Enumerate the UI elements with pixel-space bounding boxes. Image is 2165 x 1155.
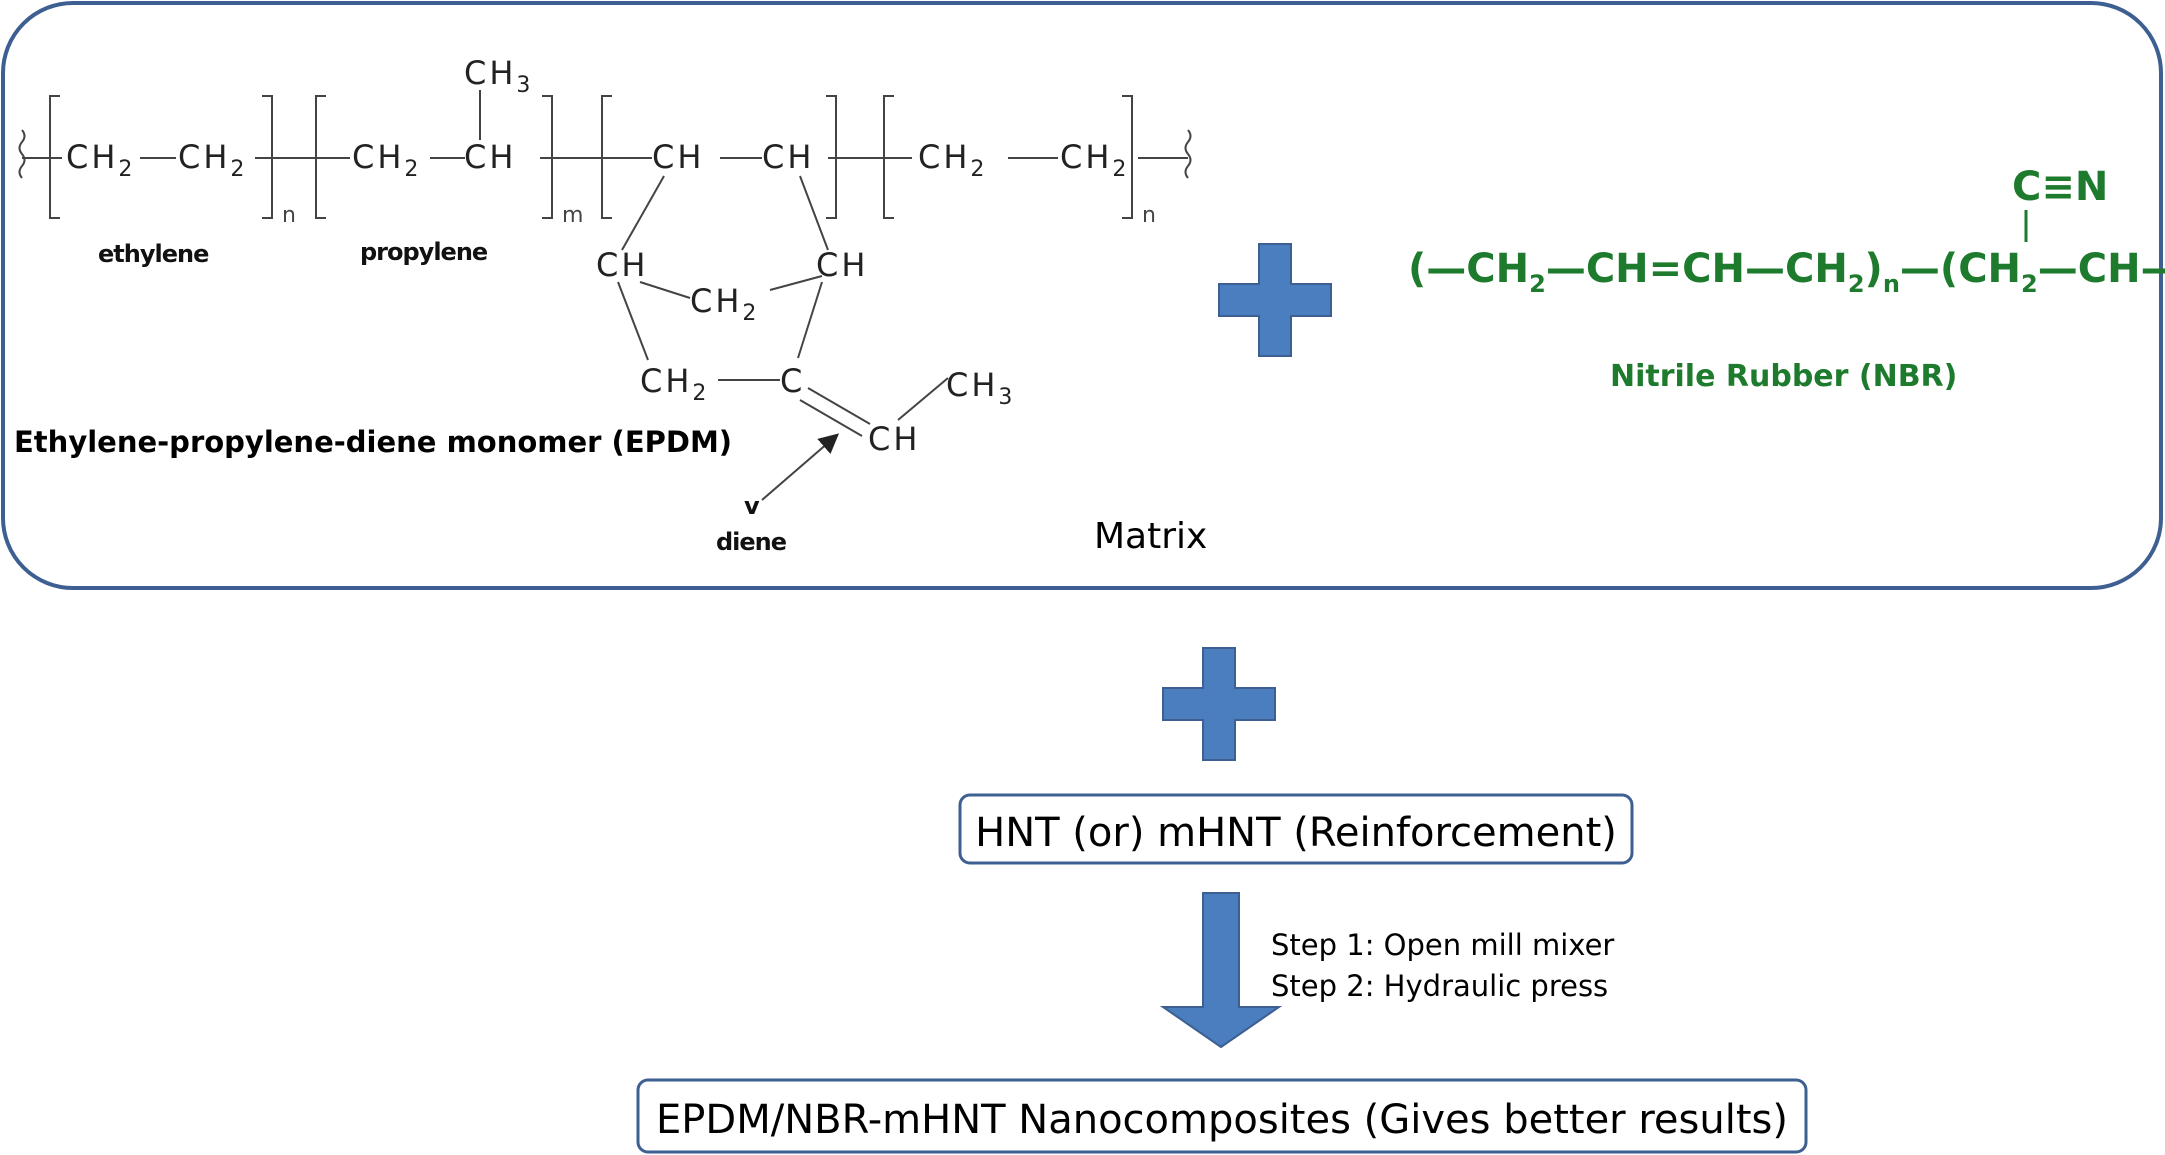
ch-propylene: CH [464, 138, 516, 176]
ch-ring-4: CH [816, 246, 868, 284]
ch-ethylidene: CH [868, 420, 920, 458]
chain-end-left [18, 129, 26, 179]
epdm-structure [18, 90, 1192, 501]
subscript-m: m [562, 203, 583, 228]
plus-icon-1 [1218, 243, 1332, 357]
reinforcement-box [958, 793, 1634, 865]
ethylene-label: ethylene [98, 240, 209, 268]
ch-ring-1: CH [652, 138, 704, 176]
step-2: Step 2: Hydraulic press [1271, 969, 1608, 1003]
reinforcement-label: HNT (or) mHNT (Reinforcement) [975, 810, 1617, 856]
chain-end-right [1184, 129, 1192, 179]
bracket-ethylene-2 [883, 95, 1133, 219]
bracket-ethylene [49, 95, 273, 219]
matrix-label: Matrix [1094, 516, 1207, 557]
diene-marker: v [744, 492, 760, 520]
nbr-name: Nitrile Rubber (NBR) [1610, 359, 1957, 394]
subscript-n1: n [282, 203, 296, 228]
step-1: Step 1: Open mill mixer [1271, 928, 1614, 962]
subscript-n2: n [1142, 203, 1156, 228]
ch2-c: CH2 [352, 138, 421, 182]
c-ring: C [780, 362, 805, 400]
result-label: EPDM/NBR-mHNT Nanocomposites (Gives bett… [656, 1097, 1788, 1143]
nitrile-group: C≡N [2012, 164, 2108, 210]
nbr-structure: C≡N (—CH2—CH=CH—CH2)n—(CH2—CH—)m [1408, 164, 2165, 298]
propylene-label: propylene [360, 238, 488, 266]
plus-icon-2 [1162, 647, 1276, 761]
diene-label: diene [716, 528, 787, 556]
down-arrow-icon [1159, 892, 1283, 1049]
result-box [636, 1078, 1808, 1154]
epdm-name: Ethylene-propylene-diene monomer (EPDM) [14, 425, 732, 459]
nbr-formula: (—CH2—CH=CH—CH2)n—(CH2—CH—)m [1408, 246, 2165, 298]
bracket-propylene [315, 95, 553, 219]
ch-ring-2: CH [762, 138, 814, 176]
matrix-panel [1, 1, 2163, 590]
ch-ring-3: CH [596, 246, 648, 284]
bracket-diene [601, 95, 837, 219]
